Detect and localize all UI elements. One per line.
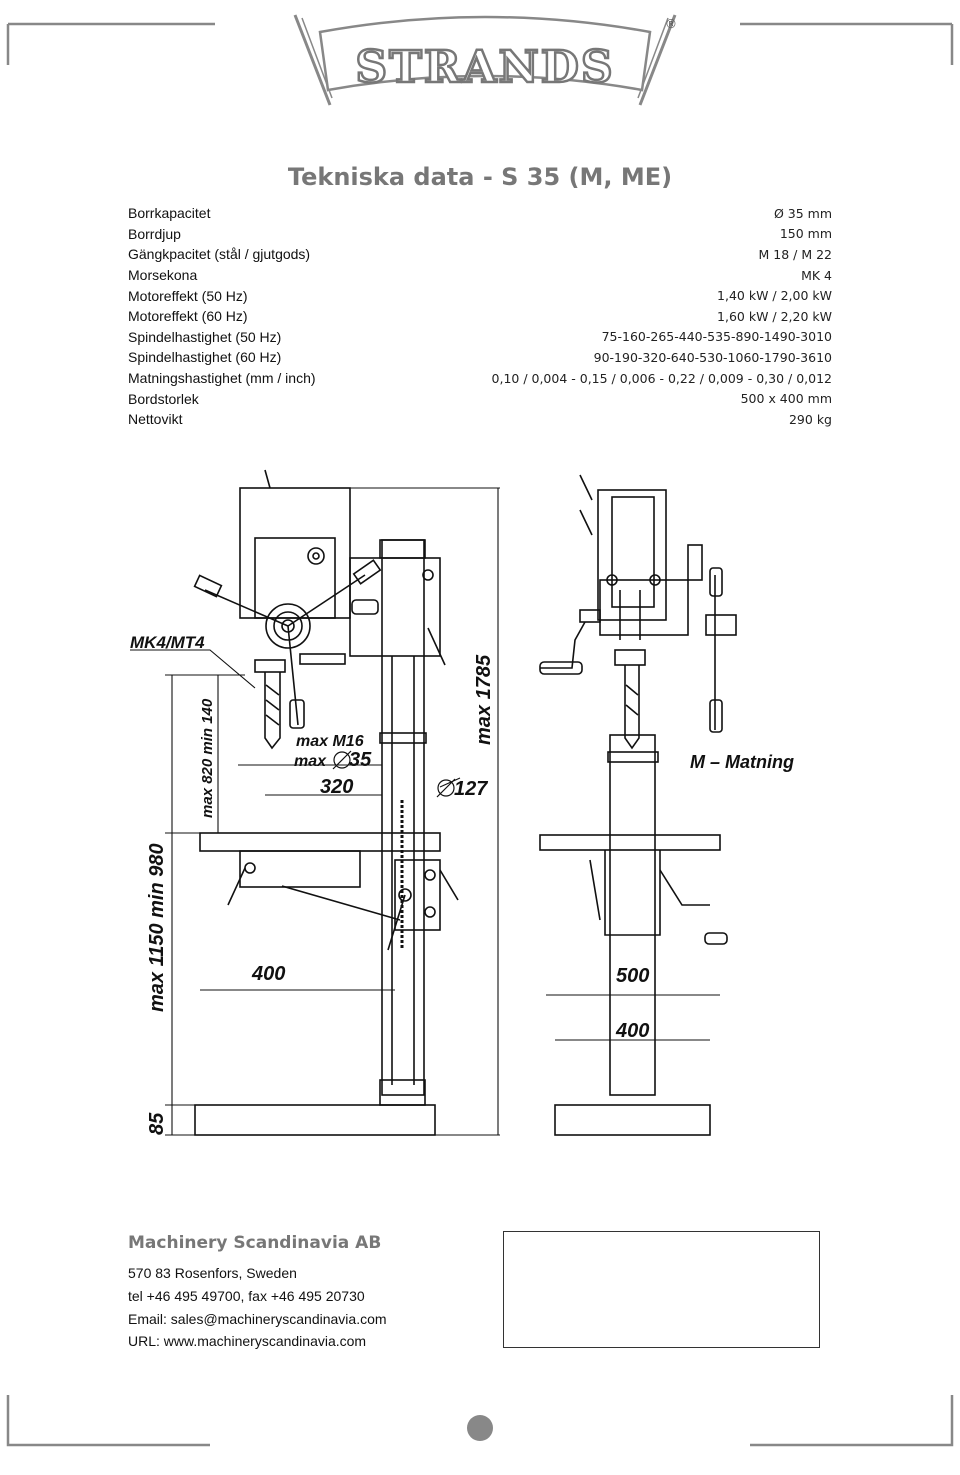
company-phone: tel +46 495 49700, fax +46 495 20730 [128, 1288, 365, 1304]
company-url[interactable]: URL: www.machineryscandinavia.com [128, 1333, 367, 1349]
spec-row: Spindelhastighet (50 Hz) 75-160-265-440-5… [128, 327, 832, 348]
base-width-label: 400 [615, 1020, 649, 1042]
spec-value: 1,40 kW / 2,00 kW [717, 288, 832, 304]
spec-label: Motoreffekt (50 Hz) [128, 287, 248, 304]
spec-row: Borrdjup 150 mm [128, 224, 832, 245]
spindle-travel-label: max 820 min 140 [199, 698, 216, 818]
strands-logo: STRANDS ® [293, 14, 677, 106]
spec-value: MK 4 [801, 267, 832, 283]
base-height-label: 85 [146, 1112, 168, 1135]
spec-label: Motoreffekt (60 Hz) [128, 308, 248, 325]
spec-row: Matningshastighet (mm / inch) 0,10 / 0,00… [128, 368, 832, 389]
page-dot [467, 1415, 493, 1441]
drill-press-drawing: MK4/MT4 max 820 min 140 max M16 max 35 3… [130, 469, 794, 1136]
company-name: Machinery Scandinavia AB [128, 1233, 382, 1253]
drill-capacity-value: 35 [349, 749, 372, 771]
spec-label: Nettovikt [128, 411, 183, 428]
throat-label: 320 [320, 776, 353, 798]
column [381, 539, 425, 1096]
head-body [349, 557, 441, 657]
spec-value: 75-160-265-440-535-890-1490-3010 [601, 329, 832, 345]
height-label: max 1785 [473, 654, 495, 745]
spec-label: Borrdjup [128, 225, 181, 242]
spec-row: Motoreffekt (50 Hz) 1,40 kW / 2,00 kW [128, 285, 832, 306]
registered-mark: ® [665, 17, 677, 31]
spec-row: Borrkapacitet Ø 35 mm [128, 203, 832, 224]
spec-row: Nettovikt 290 kg [128, 409, 832, 430]
spec-value: Ø 35 mm [773, 205, 832, 221]
spec-label: Morsekona [128, 267, 198, 284]
front-column [609, 734, 656, 1096]
table-height-label: max 1150 min 980 [146, 843, 168, 1012]
tap-capacity-label: max M16 [296, 733, 364, 750]
spec-row: Morsekona MK 4 [128, 265, 832, 286]
column-diameter-label: 127 [454, 778, 488, 800]
spec-label: Spindelhastighet (50 Hz) [128, 328, 282, 345]
table [199, 832, 441, 852]
spec-value: 1,60 kW / 2,20 kW [717, 308, 832, 324]
front-head [597, 489, 667, 621]
spec-label: Matningshastighet (mm / inch) [128, 370, 316, 387]
spec-label: Spindelhastighet (60 Hz) [128, 349, 282, 366]
spec-row: Motoreffekt (60 Hz) 1,60 kW / 2,20 kW [128, 306, 832, 327]
page-title: Tekniska data - S 35 (M, ME) [287, 163, 673, 191]
handwheel-hub [265, 603, 311, 649]
spec-row: Gängkpacitet (stål / gjutgods) M 18 / M 2… [128, 244, 832, 265]
drill-capacity-prefix: max [294, 753, 327, 770]
spec-value: 0,10 / 0,004 - 0,15 / 0,006 - 0,22 / 0,0… [491, 370, 832, 386]
base [194, 1104, 436, 1136]
front-table [539, 834, 721, 851]
company-email[interactable]: Email: sales@machineryscandinavia.com [128, 1311, 387, 1327]
spec-value: 500 x 400 mm [740, 391, 832, 407]
front-base [554, 1104, 711, 1136]
spec-label: Borrkapacitet [128, 205, 211, 222]
motor-housing [239, 487, 351, 619]
spec-label: Bordstorlek [128, 390, 199, 407]
spec-value: 150 mm [779, 226, 832, 242]
company-address: 570 83 Rosenfors, Sweden [128, 1265, 297, 1281]
spec-row: Spindelhastighet (60 Hz) 90-190-320-640-5… [128, 347, 832, 368]
spec-row: Bordstorlek 500 x 400 mm [128, 388, 832, 409]
brand-name: STRANDS [355, 42, 614, 93]
table-depth-label: 400 [251, 963, 285, 985]
dealer-stamp-box [503, 1231, 820, 1348]
table-width-label: 500 [616, 965, 649, 987]
taper-label: MK4/MT4 [130, 633, 205, 652]
spec-value: 290 kg [788, 411, 832, 427]
spec-table: Borrkapacitet Ø 35 mm Borrdjup 150 mm Gängkp… [128, 203, 832, 430]
spec-label: Gängkpacitet (stål / gjutgods) [128, 246, 311, 263]
drill-bit [264, 672, 281, 750]
spec-value: M 18 / M 22 [758, 246, 833, 262]
feed-label: M – Matning [690, 752, 794, 772]
spec-value: 90-190-320-640-530-1060-1790-3610 [593, 349, 832, 365]
